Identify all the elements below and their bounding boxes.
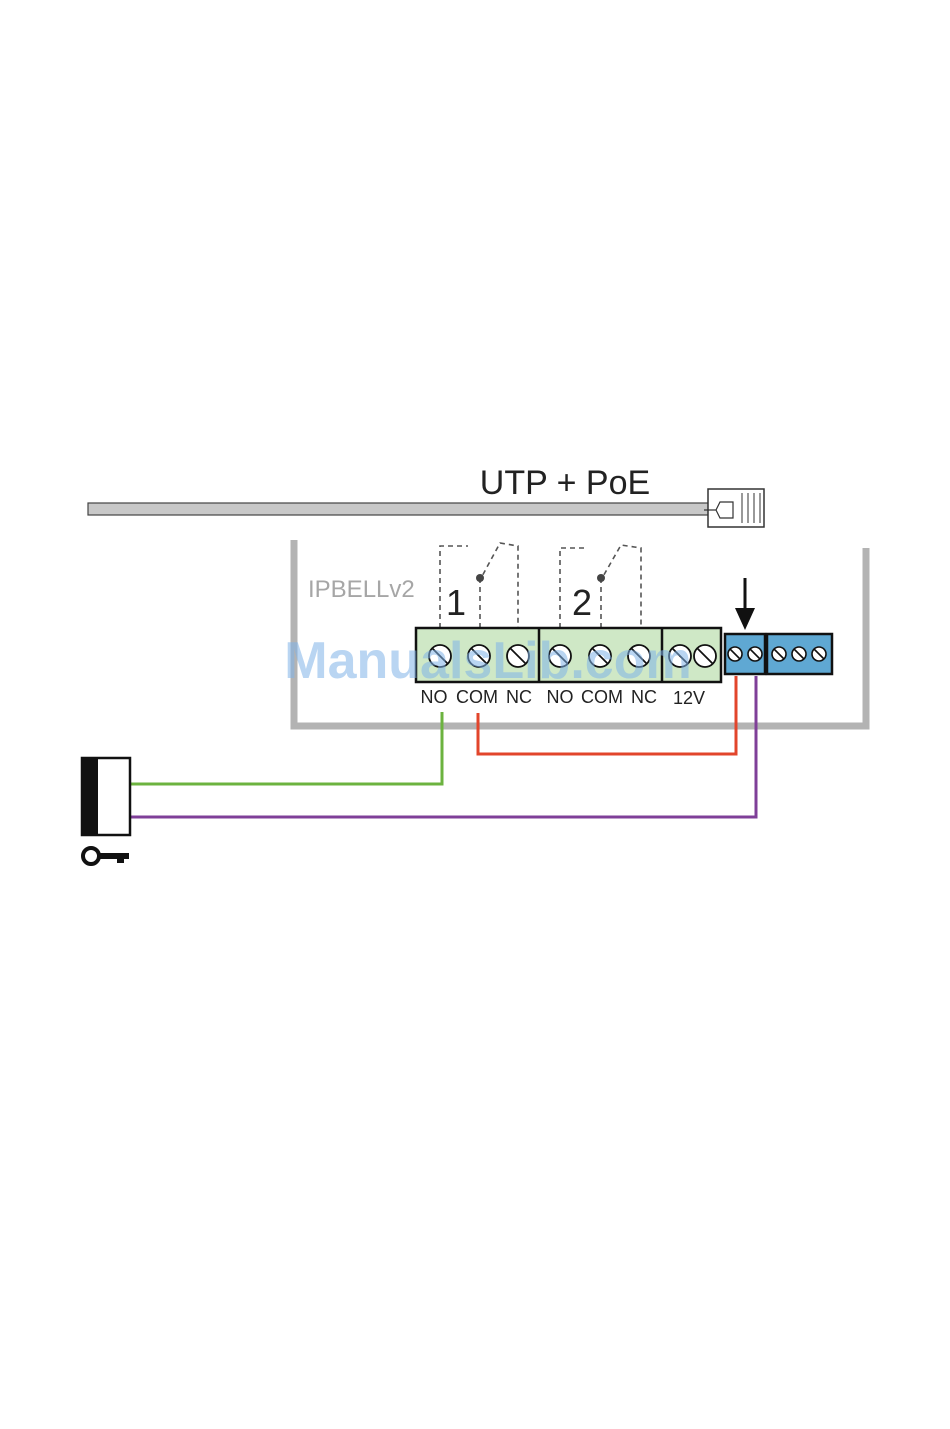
terminal-label-relay2-no: NO [547,687,574,707]
door-lock-icon [82,758,130,835]
arrow-down-icon [735,578,755,630]
screw-icon [694,645,716,667]
cable-label: UTP + PoE [480,464,650,502]
key-icon [83,848,129,864]
relay-1-pivot [476,574,484,582]
terminal-label-12v: 12V [673,688,705,708]
terminal-label-relay1-nc: NC [506,687,532,707]
screw-icon [792,647,806,661]
screw-icon [772,647,786,661]
screw-icon [728,647,742,661]
relay-2-number: 2 [572,582,592,623]
terminal-label-relay2-nc: NC [631,687,657,707]
screw-icon [748,647,762,661]
terminal-label-relay2-com: COM [581,687,623,707]
watermark: ManualsLib.com [284,632,691,690]
terminal-label-relay1-com: COM [456,687,498,707]
device-name: IPBELLv2 [308,576,415,603]
terminal-label-relay1-no: NO [421,687,448,707]
relay-2-pivot [597,574,605,582]
relay-1-number: 1 [446,582,466,623]
green-wire [130,726,442,784]
rj45-connector-icon [704,489,764,527]
screw-icon [812,647,826,661]
utp-cable [88,503,710,515]
